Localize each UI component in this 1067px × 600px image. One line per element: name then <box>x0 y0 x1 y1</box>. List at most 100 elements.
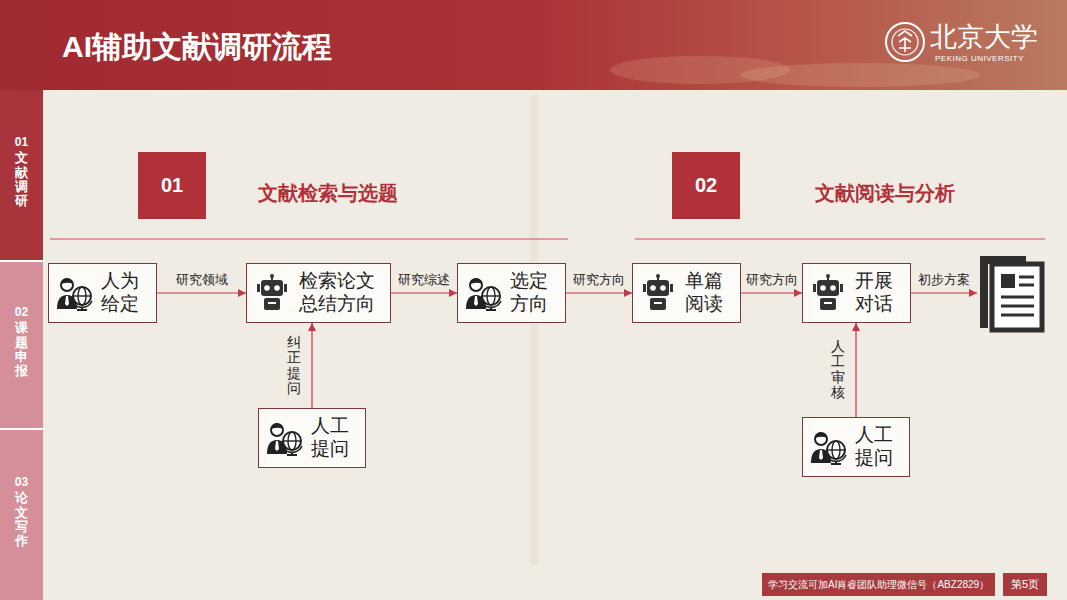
sidebar-tab: 01文献调研 <box>0 90 43 260</box>
flow-arrow <box>391 292 457 293</box>
tab-number: 02 <box>0 305 43 319</box>
edge-label: 研究方向 <box>573 271 625 289</box>
flow-arrow <box>311 323 312 408</box>
section-number: 01 <box>138 152 206 219</box>
section-heading: 文献检索与选题 <box>258 180 398 207</box>
person-icon-part <box>831 463 841 465</box>
logo-subtitle: PEKING UNIVERSITY <box>935 54 1024 63</box>
decoration-shape <box>50 239 568 240</box>
person-icon-part <box>482 295 500 296</box>
decoration-shape <box>1019 276 1034 279</box>
person-icon-part <box>73 295 91 296</box>
process-box: 人工提问 <box>258 408 366 468</box>
box-label: 人工提问 <box>311 415 355 461</box>
decoration-shape <box>898 31 912 52</box>
process-box: 单篇阅读 <box>632 263 741 323</box>
person-icon-part <box>282 446 302 452</box>
sidebar-tab: 02 课题申报 <box>0 262 43 428</box>
person-icon-part <box>482 287 500 305</box>
box-label: 选定方向 <box>510 270 554 316</box>
robot-icon-part <box>820 298 836 310</box>
person-icon-part <box>77 309 87 311</box>
edge-label: 初步方案 <box>918 271 970 289</box>
box-text-group: 选定方向 <box>510 270 554 316</box>
box-label: 检索论文总结方向 <box>299 270 381 316</box>
box-text-group: 开展对话 <box>855 270 899 316</box>
robot-icon-part <box>650 298 666 310</box>
person-icon-part <box>73 287 91 305</box>
robot-icon-part <box>647 280 669 296</box>
robot-icon-part <box>271 275 273 280</box>
robot-icon-part <box>820 285 826 291</box>
robot-icon-part <box>660 285 666 291</box>
robot-icon-part <box>656 274 660 278</box>
decoration-shape <box>530 95 538 565</box>
person-icon-part <box>65 296 69 306</box>
box-text-group: 检索论文总结方向 <box>299 270 381 316</box>
robot-icon-part <box>650 285 656 291</box>
flow-arrow <box>855 323 856 417</box>
robot-icon-part <box>264 285 270 291</box>
robot-icon-part <box>284 284 287 292</box>
edge-label: 纠正提问 <box>287 335 301 397</box>
person-icon-part <box>474 296 478 306</box>
section-number: 02 <box>672 152 740 219</box>
process-box: 开展对话 <box>802 263 911 323</box>
person-icon-part <box>826 455 846 461</box>
person-icon <box>265 419 303 457</box>
person-icon-part <box>271 424 283 429</box>
robot-icon-part <box>654 302 662 304</box>
robot-icon-part <box>657 275 659 280</box>
robot-icon-part <box>830 285 836 291</box>
flow-arrow <box>741 292 802 293</box>
process-box: 选定方向 <box>457 263 566 323</box>
slide-title: AI辅助文献调研流程 <box>62 27 332 68</box>
tab-number: 03 <box>0 475 43 489</box>
person-icon-part <box>827 449 845 450</box>
decoration-shape <box>886 23 924 61</box>
page-number: 第5页 <box>1003 573 1047 596</box>
decoration-shape <box>1001 274 1015 288</box>
robot-icon-part <box>643 284 646 292</box>
section-number-box: 01文献检索与选题 <box>138 152 206 219</box>
process-box: 人为给定 <box>48 263 157 323</box>
decoration-shape <box>1019 284 1034 287</box>
robot-icon-part <box>268 302 276 304</box>
person-icon <box>464 274 502 312</box>
edge-label: 研究领域 <box>176 271 228 289</box>
robot-icon-part <box>274 285 280 291</box>
person-icon-part <box>486 309 496 311</box>
sidebar-tab: 03论文写作 <box>0 430 43 600</box>
robot-icon-part <box>670 284 673 292</box>
decoration-shape <box>1001 296 1034 299</box>
person-icon-part <box>271 424 283 436</box>
person-icon-part <box>287 454 297 456</box>
box-label: 单篇阅读 <box>685 270 729 316</box>
box-text-group: 人工提问 <box>855 424 899 470</box>
edge-label: 人工审核 <box>831 339 845 401</box>
robot-icon-part <box>261 280 283 296</box>
footer-note: 学习交流可加AI肖睿团队助理微信号（ABZ2829） <box>762 573 995 596</box>
decoration-shape <box>0 90 43 600</box>
robot-icon-part <box>257 284 260 292</box>
person-icon-part <box>819 450 823 460</box>
person-icon-part <box>61 279 73 291</box>
robot-icon-part <box>826 274 830 278</box>
box-label: 人为给定 <box>101 270 145 316</box>
box-text-group: 单篇阅读 <box>685 270 729 316</box>
flow-arrow <box>157 292 246 293</box>
robot-icon-part <box>817 280 839 296</box>
edge-label: 研究综述 <box>398 271 450 289</box>
person-icon-part <box>283 440 301 441</box>
person-icon-part <box>827 441 845 459</box>
process-box: 人工提问 <box>802 417 910 477</box>
person-icon <box>809 428 847 466</box>
person-icon-part <box>283 432 301 450</box>
box-text-group: 人工提问 <box>311 415 355 461</box>
robot-icon-part <box>270 274 274 278</box>
decoration-shape <box>0 0 1067 90</box>
person-icon-part <box>470 279 482 291</box>
robot-icon-part <box>827 275 829 280</box>
decoration-shape <box>43 90 1067 600</box>
tab-title: 课题申报 <box>15 321 28 378</box>
